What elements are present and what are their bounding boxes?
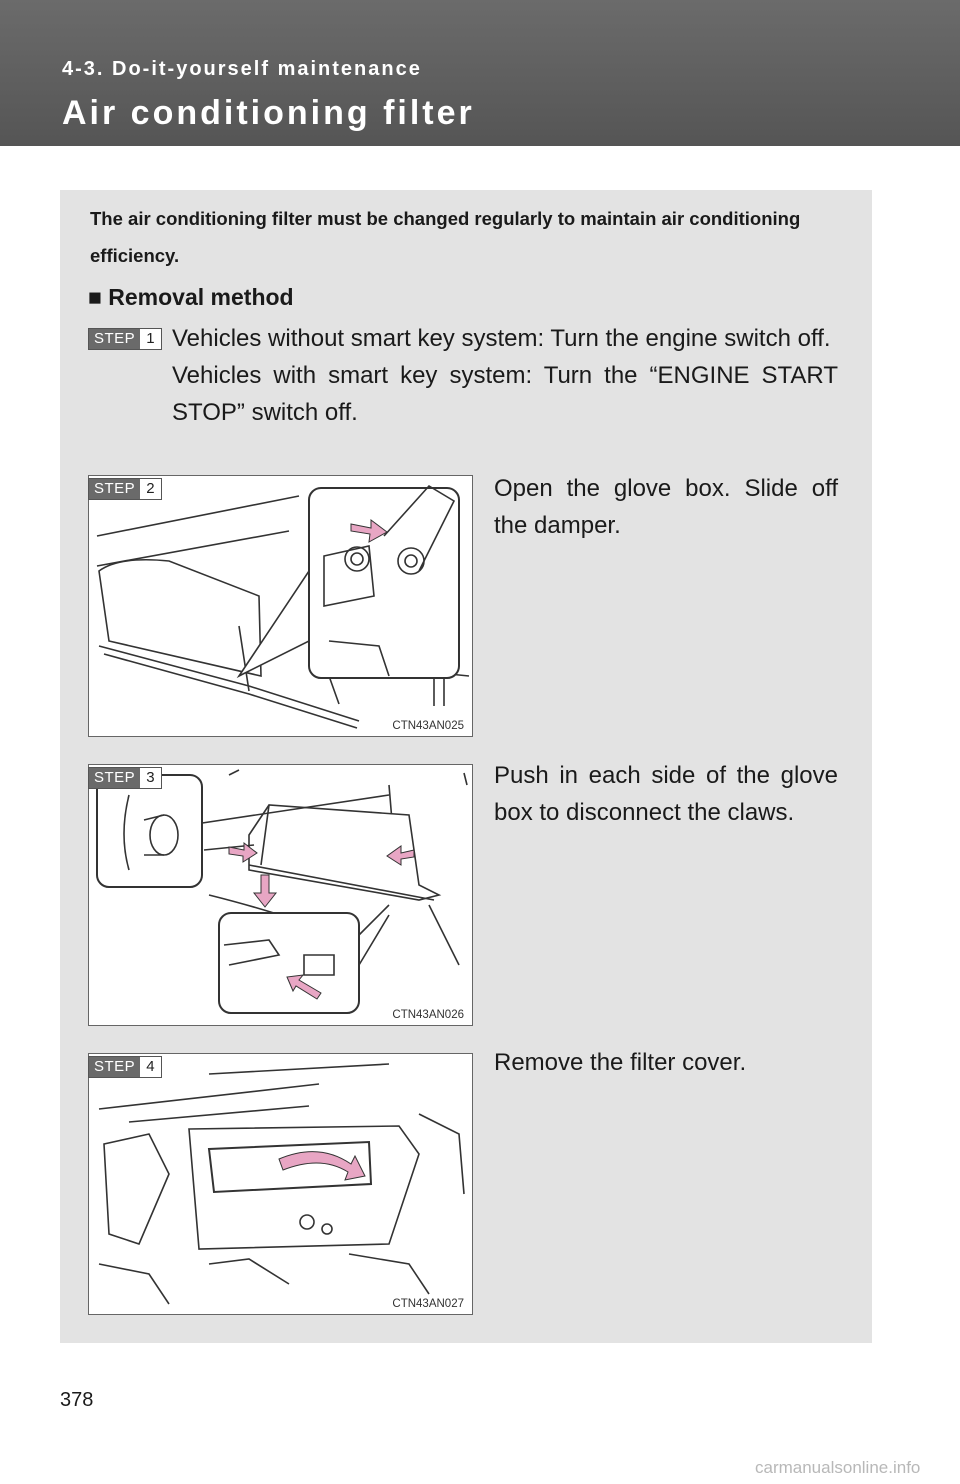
step-3-text: Push in each side of the glove box to di…	[494, 762, 838, 826]
step-word: STEP	[89, 479, 141, 499]
figure-code: CTN43AN026	[392, 1009, 464, 1021]
step-1-badge: STEP 1	[88, 328, 162, 350]
step-1-line-1: Vehicles without smart key system: Turn …	[172, 325, 831, 352]
intro-text: The air conditioning filter must be chan…	[90, 208, 801, 266]
step-4-text: Remove the filter cover.	[494, 1049, 747, 1076]
step-1-text: Vehicles without smart key system: Turn …	[172, 320, 838, 431]
step-1-line-2: Vehicles with smart key system: Turn the…	[172, 362, 838, 426]
section-label: 4-3. Do-it-yourself maintenance	[62, 58, 422, 80]
step-3-figure: CTN43AN026	[88, 764, 473, 1026]
figure-code: CTN43AN025	[392, 720, 464, 732]
step-number: 4	[140, 1057, 161, 1077]
step-4-figure: CTN43AN027	[88, 1053, 473, 1315]
step-word: STEP	[89, 329, 141, 349]
step-number: 1	[140, 329, 161, 349]
page-number: 378	[60, 1389, 94, 1411]
glove-box-damper-illustration	[96, 484, 470, 729]
footer-watermark: carmanualsonline.info	[755, 1458, 921, 1477]
page-header: 4-3. Do-it-yourself maintenance Air cond…	[0, 0, 960, 146]
step-number: 2	[140, 479, 161, 499]
step-word: STEP	[89, 768, 141, 788]
step-2-figure: CTN43AN025	[88, 475, 473, 737]
step-2-text: Open the glove box. Slide off the damper…	[494, 475, 838, 539]
page-title: Air conditioning filter	[62, 94, 475, 132]
filter-cover-illustration	[98, 1063, 465, 1305]
step-number: 3	[140, 768, 161, 788]
step-4-badge: STEP 4	[88, 1056, 162, 1078]
figure-code: CTN43AN027	[392, 1298, 464, 1310]
step-word: STEP	[89, 1057, 141, 1077]
step-3-badge: STEP 3	[88, 767, 162, 789]
glove-box-claws-illustration	[96, 769, 468, 1014]
step-2-badge: STEP 2	[88, 478, 162, 500]
removal-method-heading: ■ Removal method	[88, 284, 294, 310]
